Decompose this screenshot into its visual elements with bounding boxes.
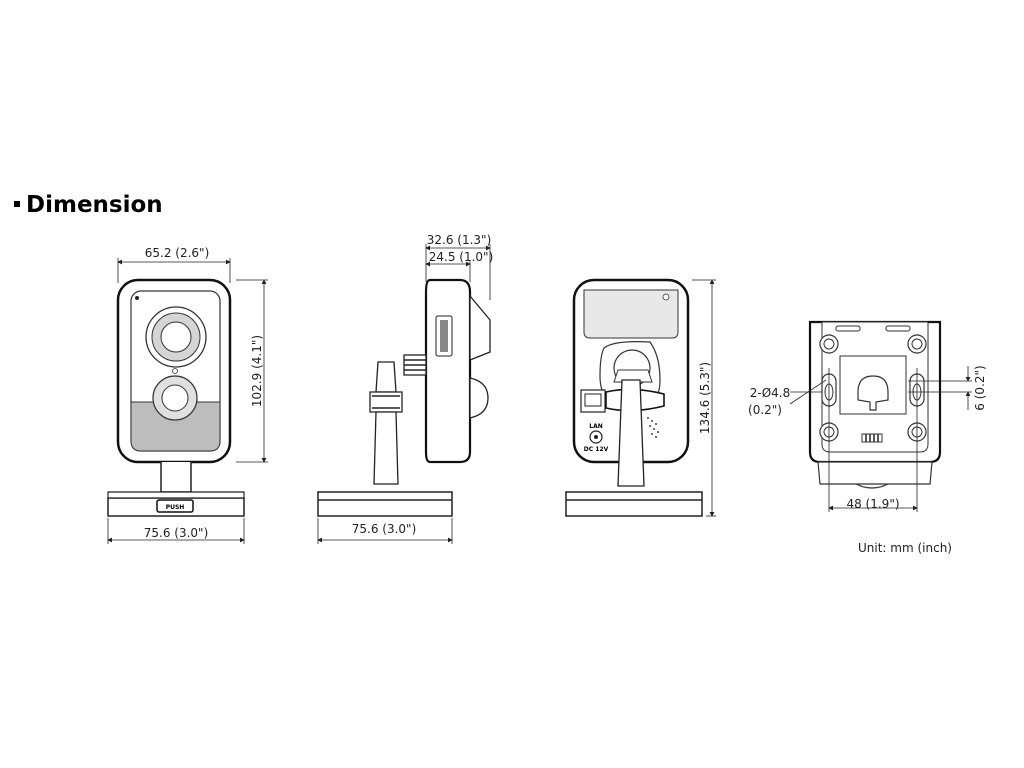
front-top-width-label: 65.2 (2.6") [145,246,210,260]
side-dimensions [317,244,491,544]
bottom-hole-dia-inch-label: (0.2") [748,403,782,417]
bottom-dimensions [789,366,972,512]
side-body-outline [424,278,472,464]
bullet-icon [14,200,20,207]
front-base-width-label: 75.6 (3.0") [144,526,209,540]
bottom-view [808,320,942,489]
back-height-label: 134.6 (5.3") [698,362,712,434]
front-view [107,278,245,517]
bottom-hole-dia-label: 2-Ø4.8 [750,386,791,400]
heading-text: Dimension [26,192,163,218]
section-heading: Dimension [14,192,163,218]
side-depth-total-label: 32.6 (1.3") [427,233,492,247]
front-dimensions [107,258,268,544]
unit-note: Unit: mm (inch) [858,541,952,555]
push-label: PUSH [166,504,185,511]
dc-label: DC 12V [584,446,609,453]
side-base [317,491,453,517]
back-view [565,278,703,517]
side-base-width-label: 75.6 (3.0") [352,522,417,536]
push-button-graphic [156,499,194,513]
back-base [565,491,703,517]
side-depth-body-label: 24.5 (1.0") [429,250,494,264]
back-dimensions [692,279,716,517]
front-height-label: 102.9 (4.1") [250,335,264,407]
lens-inner [160,321,192,353]
bottom-hole-spacing-label: 48 (1.9") [846,497,899,511]
side-view [317,278,491,517]
bottom-slot-offset-label: 6 (0.2") [973,365,987,410]
lan-label: LAN [589,423,603,430]
